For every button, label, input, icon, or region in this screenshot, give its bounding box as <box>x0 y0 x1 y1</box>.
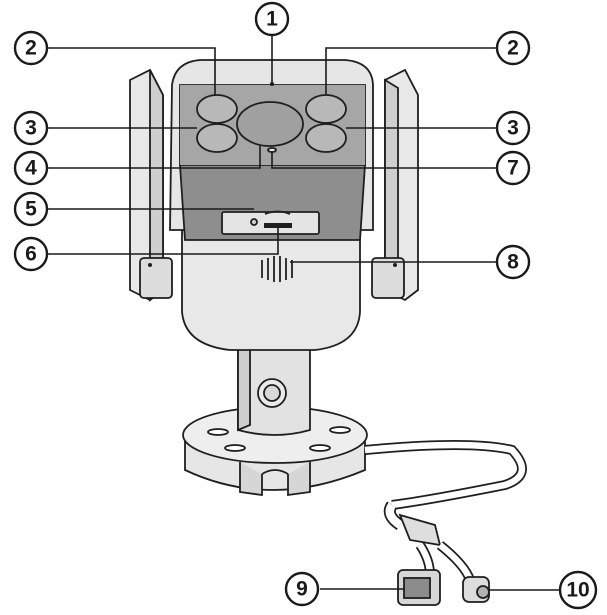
callout-label: 7 <box>507 157 519 180</box>
callout-label: 2 <box>507 37 519 60</box>
callout-label: 3 <box>25 117 37 140</box>
cable-assembly <box>364 440 527 582</box>
callout-1: 1 <box>254 1 290 37</box>
callout-3-left: 3 <box>13 110 49 146</box>
speaker-grille <box>261 256 293 282</box>
callout-3-right: 3 <box>495 110 531 146</box>
left-antenna <box>129 68 173 302</box>
right-antenna <box>371 68 419 302</box>
callout-label: 2 <box>25 37 37 60</box>
callout-label: 9 <box>296 578 308 601</box>
callout-label: 1 <box>266 8 278 31</box>
callout-label: 10 <box>566 579 589 602</box>
bracket-arm <box>237 338 311 436</box>
camera-lens <box>236 101 304 147</box>
power-connector <box>462 576 490 603</box>
callout-10: 10 <box>558 570 598 610</box>
infrared-led-top-left <box>196 94 238 124</box>
callout-8: 8 <box>495 244 531 280</box>
spotlight-bottom-right <box>305 123 347 153</box>
callout-label: 6 <box>25 243 37 266</box>
callout-9: 9 <box>284 571 320 607</box>
callout-7: 7 <box>495 150 531 186</box>
callout-2-right: 2 <box>495 30 531 66</box>
infrared-led-top-right <box>305 94 347 124</box>
callout-label: 4 <box>25 157 37 180</box>
callout-label: 8 <box>507 251 519 274</box>
callout-label: 3 <box>507 117 519 140</box>
callout-2-left: 2 <box>13 30 49 66</box>
callout-4: 4 <box>13 150 49 186</box>
callout-label: 5 <box>25 198 37 221</box>
spotlight-bottom-left <box>196 123 238 153</box>
slot-plate <box>221 210 320 235</box>
ethernet-port <box>397 569 441 606</box>
leader-lines <box>48 36 560 591</box>
callout-5: 5 <box>13 191 49 227</box>
callout-6: 6 <box>13 236 49 272</box>
light-sensor <box>267 147 277 153</box>
